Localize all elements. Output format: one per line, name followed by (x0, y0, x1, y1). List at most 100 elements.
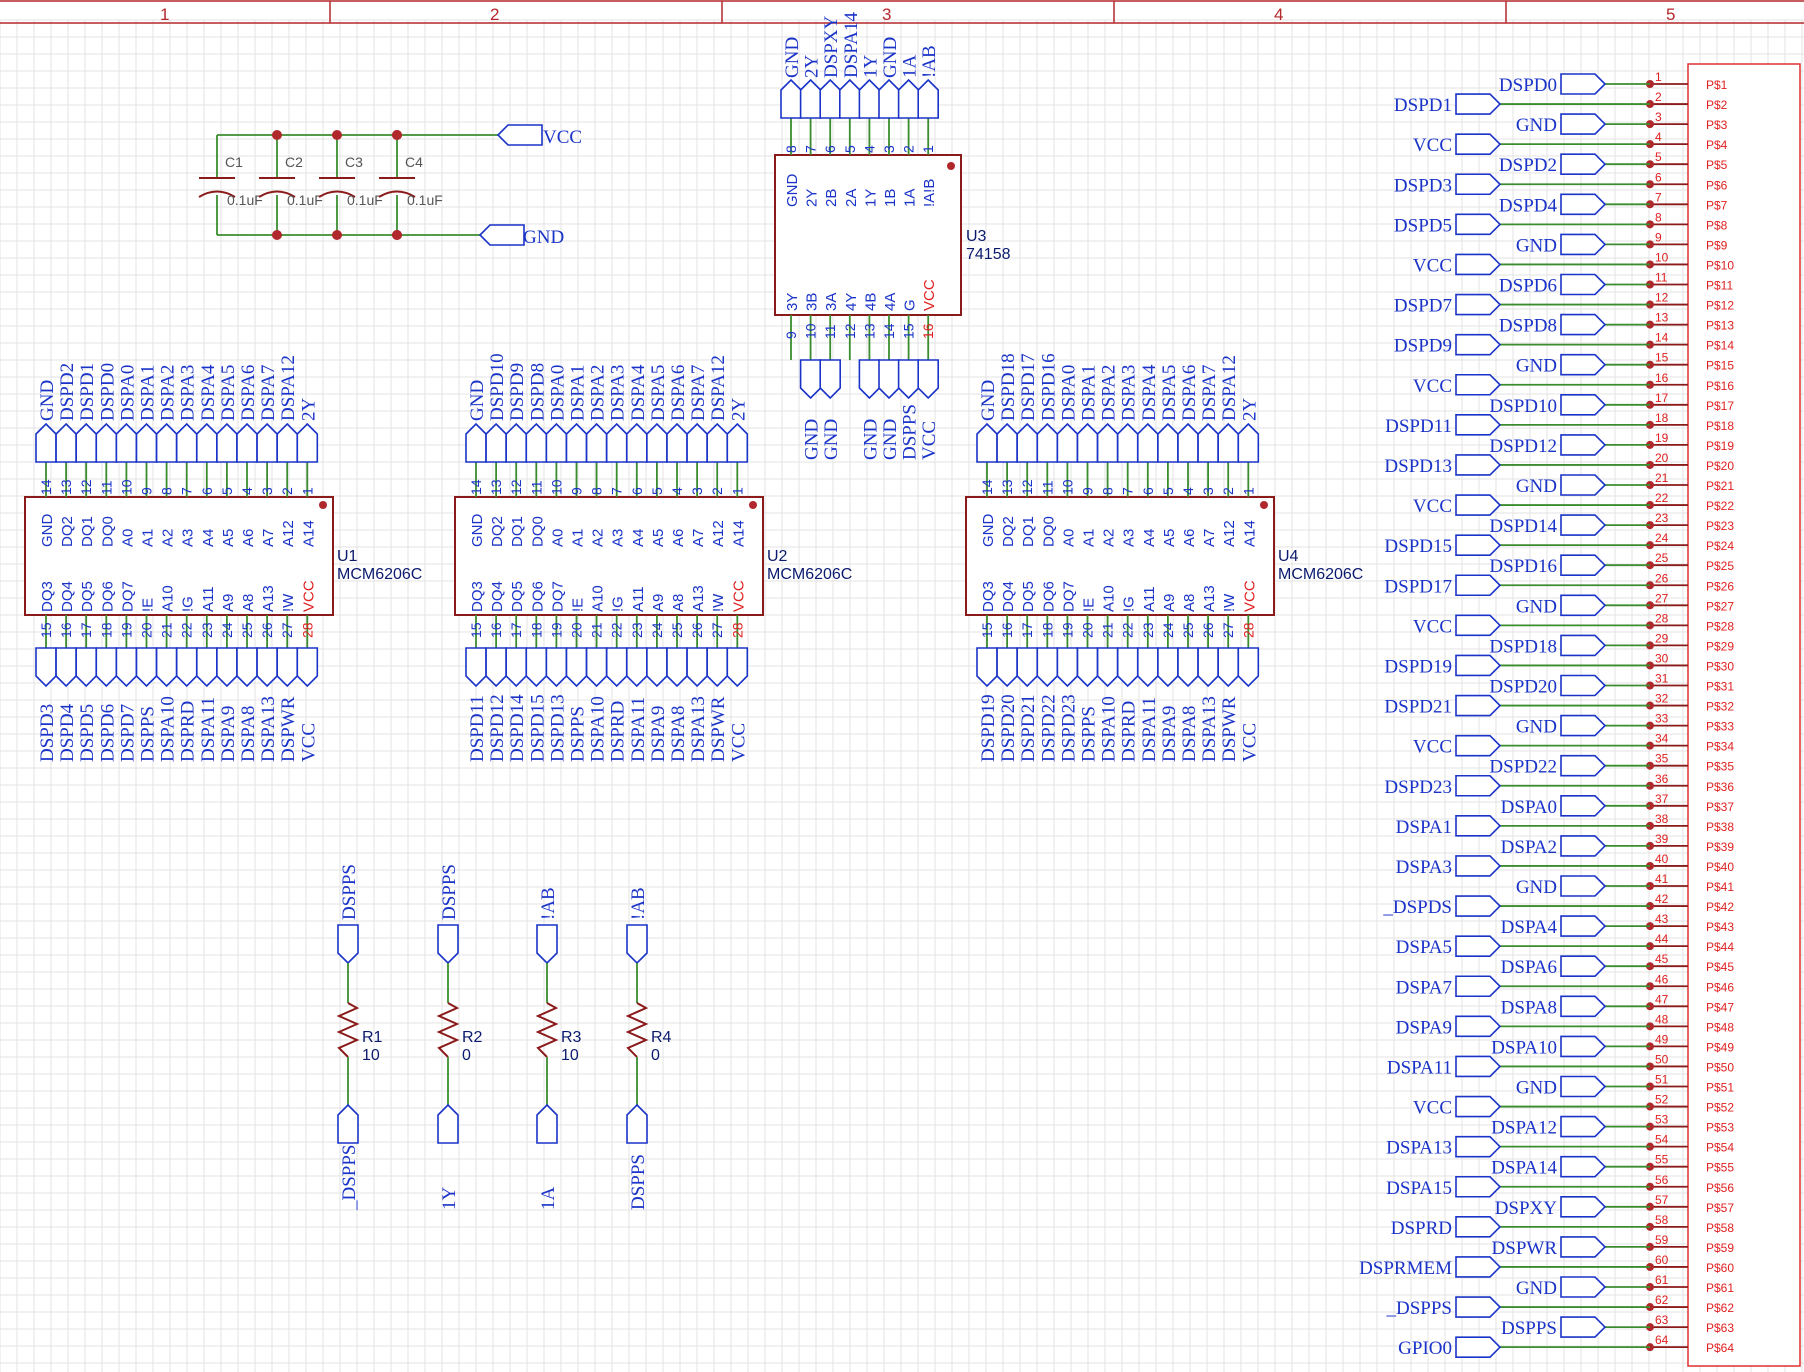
pin-number: 14 (468, 479, 484, 495)
net-flag (55, 422, 77, 463)
connector-pin-label: P$23 (1706, 519, 1734, 533)
net-flag (1455, 574, 1502, 597)
pin-number: 3 (689, 487, 705, 495)
net-flag (878, 359, 900, 400)
u3-ref: U3 (966, 228, 987, 245)
sram-part: MCM6206C (1278, 566, 1363, 583)
net-flag (1560, 313, 1607, 336)
net-flag (996, 647, 1018, 688)
connector-pin-number: 63 (1655, 1313, 1669, 1327)
pin-number: 7 (803, 145, 819, 153)
connector-net-even: VCC (1413, 376, 1452, 397)
net-flag (1036, 647, 1059, 688)
connector-net-even: DSPD15 (1384, 536, 1452, 557)
connector-pin-label: P$39 (1706, 840, 1734, 854)
net-flag (1455, 173, 1502, 196)
net-flag (35, 422, 57, 463)
pin-number: 15 (468, 622, 484, 638)
net-flag (1560, 353, 1607, 376)
top-net-label: DSPA4 (628, 364, 649, 421)
connector-pin-number: 43 (1655, 912, 1669, 926)
pin-number: 7 (179, 487, 195, 495)
connector-pin-label: P$38 (1706, 820, 1734, 834)
pin-name: 4B (862, 293, 879, 311)
res-bottom-net: DSPPS (628, 1154, 649, 1210)
top-net-label: DSPA5 (1159, 365, 1180, 421)
net-flag (536, 1103, 558, 1144)
pin-number: 12 (78, 479, 94, 495)
connector-pin-label: P$30 (1706, 659, 1734, 673)
pin-number: 7 (609, 487, 625, 495)
bottom-net-label: VCC (1239, 723, 1260, 762)
pin-number: 1 (1240, 487, 1256, 495)
pin-name: !E (1081, 598, 1098, 612)
net-flag (1455, 975, 1502, 998)
connector-pin-label: P$41 (1706, 880, 1734, 894)
pin-name: A8 (240, 594, 257, 612)
zone-label: 5 (1666, 5, 1675, 24)
pin-name: DQ5 (79, 581, 96, 612)
connector-pin-number: 11 (1655, 271, 1668, 285)
sram-body (965, 496, 1275, 616)
bottom-net-label: DSPD4 (57, 703, 78, 762)
pin-name: DQ4 (59, 581, 76, 612)
pin-name: A9 (650, 594, 667, 612)
top-net-label: DSPD17 (1018, 353, 1039, 421)
connector-pin-number: 21 (1655, 471, 1669, 485)
connector-pin-label: P$6 (1706, 178, 1728, 192)
connector-net-even: DSPD7 (1394, 296, 1452, 317)
sram-u2: GND14GNDDSPD1013DQ2DSPD912DQ1DSPD811DQ0D… (454, 353, 852, 762)
connector-net-even: DSPD23 (1384, 777, 1452, 798)
connector-pin-number: 17 (1655, 391, 1669, 405)
pin-number: 13 (861, 323, 877, 339)
connector-net-even: DSPD13 (1384, 456, 1452, 477)
pin-number: 24 (1160, 622, 1176, 638)
net-flag (1560, 995, 1607, 1018)
pin-name: DQ4 (1000, 581, 1017, 612)
net-flag (1237, 422, 1260, 463)
pin-number: 11 (98, 480, 114, 495)
pin-number: 5 (649, 487, 665, 495)
connector-pin-number: 15 (1655, 351, 1669, 365)
net-flag (1560, 795, 1607, 817)
connector-pin-label: P$49 (1706, 1040, 1734, 1054)
bottom-net-label: DSPD14 (507, 694, 528, 762)
pin-number: 16 (999, 622, 1015, 638)
junction (392, 130, 402, 140)
net-flag (666, 647, 688, 688)
bottom-net-label: DSPA13 (258, 696, 279, 762)
pin-number: 11 (528, 480, 544, 495)
bottom-net-label: DSPD6 (97, 704, 118, 762)
pin-name: A3 (610, 529, 627, 547)
net-flag (135, 422, 158, 463)
connector-pin-label: P$12 (1706, 299, 1734, 313)
pin-name: A3 (180, 529, 197, 547)
net-flag (917, 78, 939, 119)
net-flag (1455, 654, 1502, 677)
resistor-zigzag (625, 1002, 649, 1058)
connector-net-odd: DSPA2 (1501, 837, 1557, 858)
pin-name: A2 (590, 529, 607, 547)
connector-net-even: DSPA1 (1396, 817, 1452, 838)
net-flag (1455, 1296, 1502, 1318)
net-flag (1455, 815, 1502, 837)
net-flag (478, 224, 525, 246)
pin-number: 19 (1059, 622, 1075, 638)
pin-number: 17 (508, 622, 524, 638)
net-flag (1455, 694, 1502, 717)
sram-body (24, 496, 334, 616)
pin-number: 27 (1220, 622, 1236, 638)
net-flag (276, 422, 298, 463)
connector-net-odd: DSPD8 (1499, 316, 1557, 337)
net-flag (1455, 534, 1502, 556)
connector-net-even: DSPA15 (1386, 1178, 1452, 1199)
top-net-label: GND (782, 37, 803, 78)
bottom-net-label: GND (860, 419, 881, 460)
net-flag (337, 924, 359, 965)
top-net-label: DSPD18 (998, 353, 1019, 421)
net-flag (216, 422, 238, 463)
connector-net-odd: DSPA4 (1501, 917, 1558, 938)
top-net-label: DSPA7 (258, 365, 279, 421)
net-flag (1177, 647, 1199, 688)
connector-pin-label: P$5 (1706, 158, 1728, 172)
